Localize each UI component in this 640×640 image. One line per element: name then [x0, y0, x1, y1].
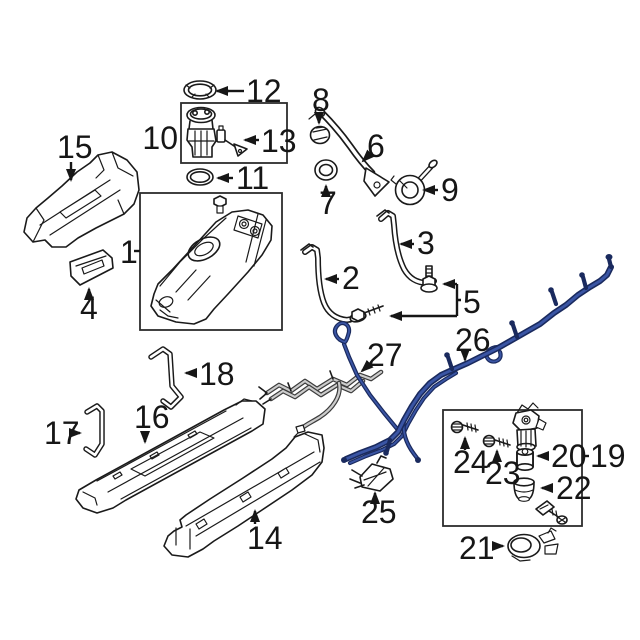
callout-5-label: 5: [463, 284, 481, 320]
callout-13-label: 13: [261, 123, 297, 159]
part-13-fuel-level-sender: [216, 125, 248, 157]
callout-21: 21: [459, 530, 505, 566]
callout-16-label: 16: [134, 399, 170, 435]
callout-5: 5: [389, 279, 481, 321]
pump-module-group-box: [180, 102, 288, 164]
callout-10-label: 10: [142, 120, 178, 156]
callout-14-label: 14: [247, 520, 283, 556]
callout-27: 27: [360, 337, 403, 373]
callout-4: 4: [80, 287, 98, 326]
part-7-filler-gasket: [314, 159, 338, 181]
callout-26-label: 26: [455, 322, 491, 358]
callout-15: 15: [57, 129, 93, 182]
callout-8: 8: [312, 82, 330, 125]
callout-11: 11: [216, 160, 269, 196]
callout-23: 23: [485, 449, 521, 491]
part-12-lock-ring: [183, 80, 217, 100]
callout-20-label: 20: [551, 438, 587, 474]
callout-2-label: 2: [342, 260, 360, 296]
part-15-heat-shield: [23, 151, 140, 248]
callout-1: 1: [120, 234, 140, 270]
callout-18-label: 18: [199, 356, 235, 392]
filter-clip-and-bolt: [535, 500, 568, 525]
part-26-fuel-line-bundle: [335, 254, 613, 463]
callout-13: 13: [243, 123, 297, 159]
callout-20-19: 20 19: [536, 438, 626, 474]
callout-17: 17: [44, 415, 82, 451]
callout-10: 10: [142, 120, 178, 156]
callout-12-label: 12: [246, 73, 282, 109]
callout-2: 2: [324, 260, 360, 296]
part-8-fuel-cap: [309, 125, 331, 145]
callout-5-bracket: [455, 284, 461, 316]
part-5-strap-bolts: [349, 265, 438, 323]
callout-27-label: 27: [367, 337, 403, 373]
part-25-line-bracket: [349, 455, 394, 492]
callout-9: 9: [422, 172, 459, 208]
callout-1-label: 1: [120, 234, 138, 270]
part-16-skid-plate: [75, 398, 266, 514]
part-10-fuel-pump-module: [186, 106, 217, 158]
callout-6-arrow: [361, 149, 375, 163]
callout-21-label: 21: [459, 530, 495, 566]
callout-15-label: 15: [57, 129, 93, 165]
callout-24: 24: [453, 436, 489, 480]
part-24-bolt: [450, 420, 479, 434]
callout-7-label: 7: [319, 185, 337, 221]
callout-25: 25: [361, 491, 397, 530]
callout-12: 12: [215, 73, 282, 109]
callout-23-label: 23: [485, 455, 521, 491]
callout-6: 6: [361, 128, 385, 164]
callout-16: 16: [134, 399, 170, 444]
part-21-filter-clamp: [507, 527, 559, 562]
part-20-filter-element: [516, 447, 534, 471]
callout-14: 14: [247, 509, 283, 556]
callout-22-label: 22: [556, 470, 592, 506]
callout-22: 22: [540, 470, 592, 506]
callout-26: 26: [455, 322, 491, 362]
fuel-tank-group-box: [139, 192, 283, 331]
part-22-filter-bowl: [513, 477, 535, 502]
callout-24-label: 24: [453, 444, 489, 480]
callout-18: 18: [184, 356, 235, 392]
callout-7: 7: [319, 184, 337, 221]
part-19-filter-housing: [512, 402, 547, 452]
callout-3-label: 3: [417, 225, 435, 261]
part-23-bolt: [482, 434, 511, 448]
part-4-mounting-pad: [69, 249, 114, 286]
part-17-support-bracket: [86, 406, 102, 455]
callout-27-arrow: [360, 359, 374, 373]
filter-group-box: [442, 409, 583, 527]
callout-6-label: 6: [367, 128, 385, 164]
callout-8-label: 8: [312, 82, 330, 118]
callout-3: 3: [399, 225, 435, 261]
part-27-hose-harness: [258, 371, 381, 438]
part-9-vent-hose: [390, 159, 438, 206]
callout-19-label: 19: [590, 438, 626, 474]
part-14-tank-support: [163, 431, 325, 558]
callout-11-label: 11: [236, 160, 269, 196]
part-11-o-ring: [186, 168, 214, 186]
callout-9-label: 9: [441, 172, 459, 208]
part-1-fuel-tank: [150, 195, 273, 325]
callout-25-label: 25: [361, 494, 397, 530]
